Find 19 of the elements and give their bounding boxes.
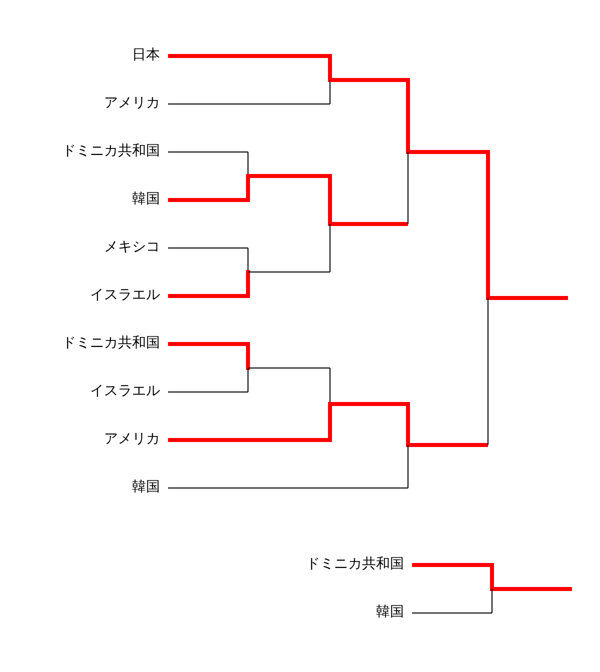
bracket-line [412,612,492,614]
bracket-line [412,563,494,567]
team-name: 日本 [132,46,168,64]
bracket-line [168,54,332,58]
team-name: 韓国 [132,190,168,208]
team-name: イスラエル [90,286,168,304]
team-name: 韓国 [376,603,412,621]
bracket-line [168,198,250,202]
bracket-line [168,342,250,346]
team-name: アメリカ [104,94,168,112]
team-name: ドミニカ共和国 [62,142,168,160]
bracket-line [168,438,332,442]
team-name: 韓国 [132,478,168,496]
team-name: イスラエル [90,382,168,400]
team-name: ドミニカ共和国 [306,555,412,573]
bracket-line [168,294,250,298]
team-name: メキシコ [104,238,168,256]
team-name: アメリカ [104,430,168,448]
team-name: ドミニカ共和国 [62,334,168,352]
